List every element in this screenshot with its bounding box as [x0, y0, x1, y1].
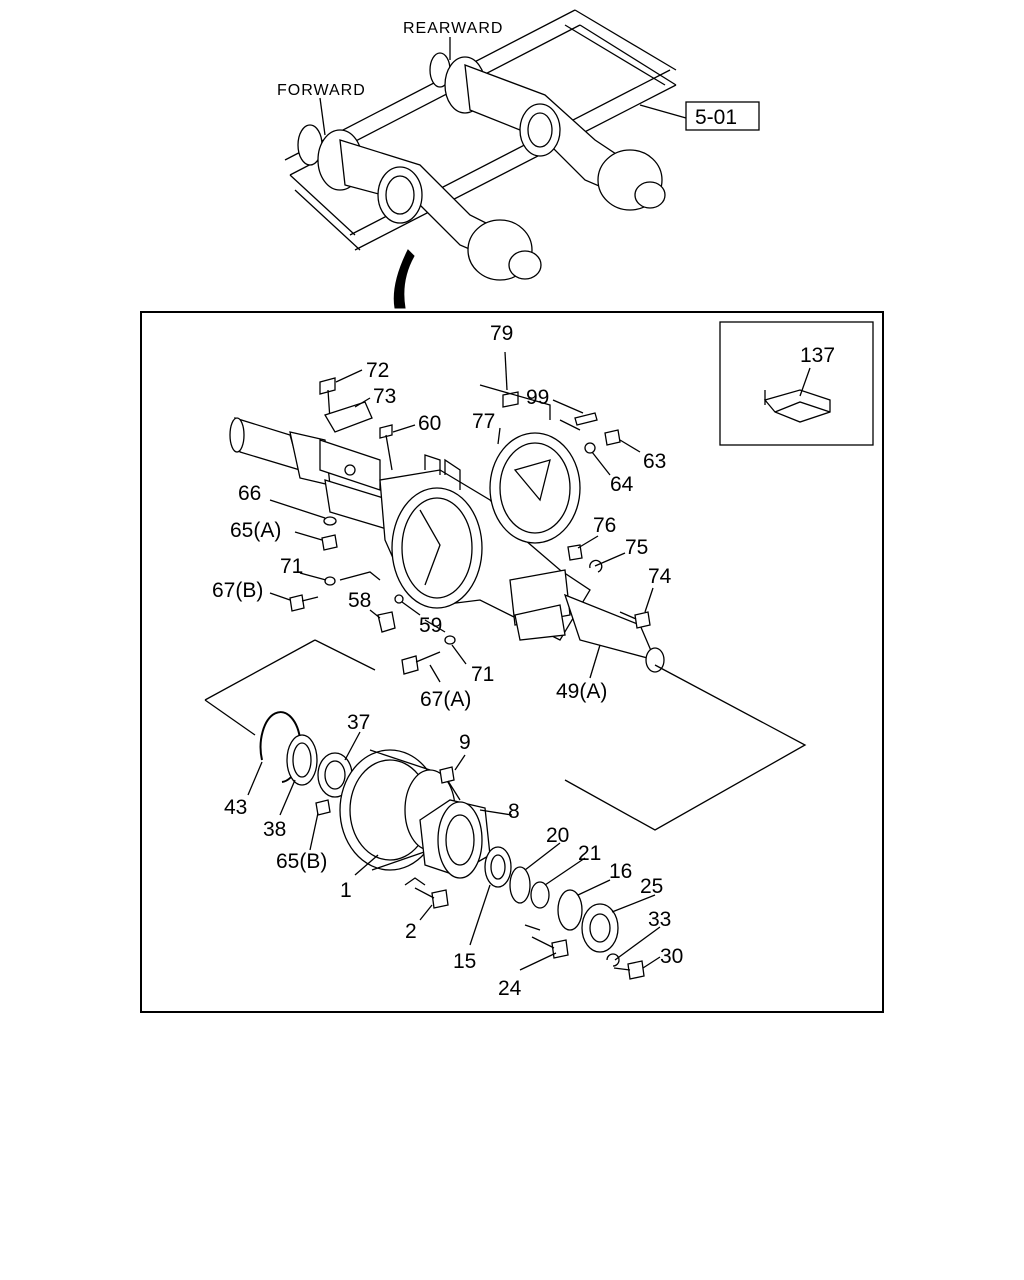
callout-9: 9 [459, 731, 471, 754]
callout-76: 76 [593, 514, 616, 537]
differential-cover [489, 432, 581, 544]
callout-71-lower: 71 [471, 663, 494, 686]
reference-lines [204, 384, 807, 931]
callout-43: 43 [224, 796, 247, 819]
callout-33: 33 [648, 908, 671, 931]
callout-58: 58 [348, 589, 371, 612]
forward-axle [297, 124, 542, 281]
rearward-axle [429, 52, 666, 211]
callout-20: 20 [546, 824, 569, 847]
callout-67b: 67(B) [212, 579, 263, 602]
forward-label: FORWARD [277, 82, 366, 99]
detail-pointer [393, 249, 415, 309]
callout-64: 64 [610, 473, 634, 496]
callout-67a: 67(A) [420, 688, 471, 711]
callout-72: 72 [366, 359, 389, 382]
callout-2: 2 [405, 920, 417, 943]
callout-16: 16 [609, 860, 632, 883]
hub-8 [419, 799, 491, 879]
callout-63: 63 [643, 450, 666, 473]
callout-99: 99 [526, 386, 549, 409]
callout-75: 75 [625, 536, 648, 559]
callout-137: 137 [800, 344, 835, 367]
hub-cap-25 [581, 903, 619, 953]
callout-65b: 65(B) [276, 850, 327, 873]
reference-box [685, 101, 760, 131]
callout-38: 38 [263, 818, 286, 841]
rearward-label: REARWARD [403, 20, 503, 37]
reference-number: 5-01 [695, 106, 737, 129]
callout-77: 77 [472, 410, 495, 433]
callout-59: 59 [419, 614, 442, 637]
seal-38 [286, 734, 318, 786]
callout-65a: 65(A) [230, 519, 281, 542]
callout-49a: 49(A) [556, 680, 607, 703]
callout-66: 66 [238, 482, 261, 505]
callout-73: 73 [373, 385, 396, 408]
bracket-137 [763, 389, 831, 423]
callout-21: 21 [578, 842, 601, 865]
callout-37: 37 [347, 711, 370, 734]
housing-hardware [289, 377, 651, 675]
inset-box: 137 [719, 321, 874, 446]
callout-labels: 79 72 73 99 60 77 63 64 66 65(A) 76 75 7… [212, 322, 683, 1000]
callout-8: 8 [508, 800, 520, 823]
wheel-end [259, 711, 645, 980]
callout-leaders [247, 351, 661, 971]
callout-25: 25 [640, 875, 663, 898]
callout-15: 15 [453, 950, 476, 973]
bearing-15 [484, 846, 512, 888]
callout-24: 24 [498, 977, 522, 1000]
chassis-overview: FORWARD REARWARD 5-01 [277, 9, 760, 309]
callout-1: 1 [340, 879, 352, 902]
axle-housing [229, 417, 665, 673]
callout-79: 79 [490, 322, 513, 345]
callout-30: 30 [660, 945, 683, 968]
callout-74: 74 [648, 565, 672, 588]
detail-frame [140, 311, 884, 1013]
callout-71-upper: 71 [280, 555, 303, 578]
callout-60: 60 [418, 412, 441, 435]
